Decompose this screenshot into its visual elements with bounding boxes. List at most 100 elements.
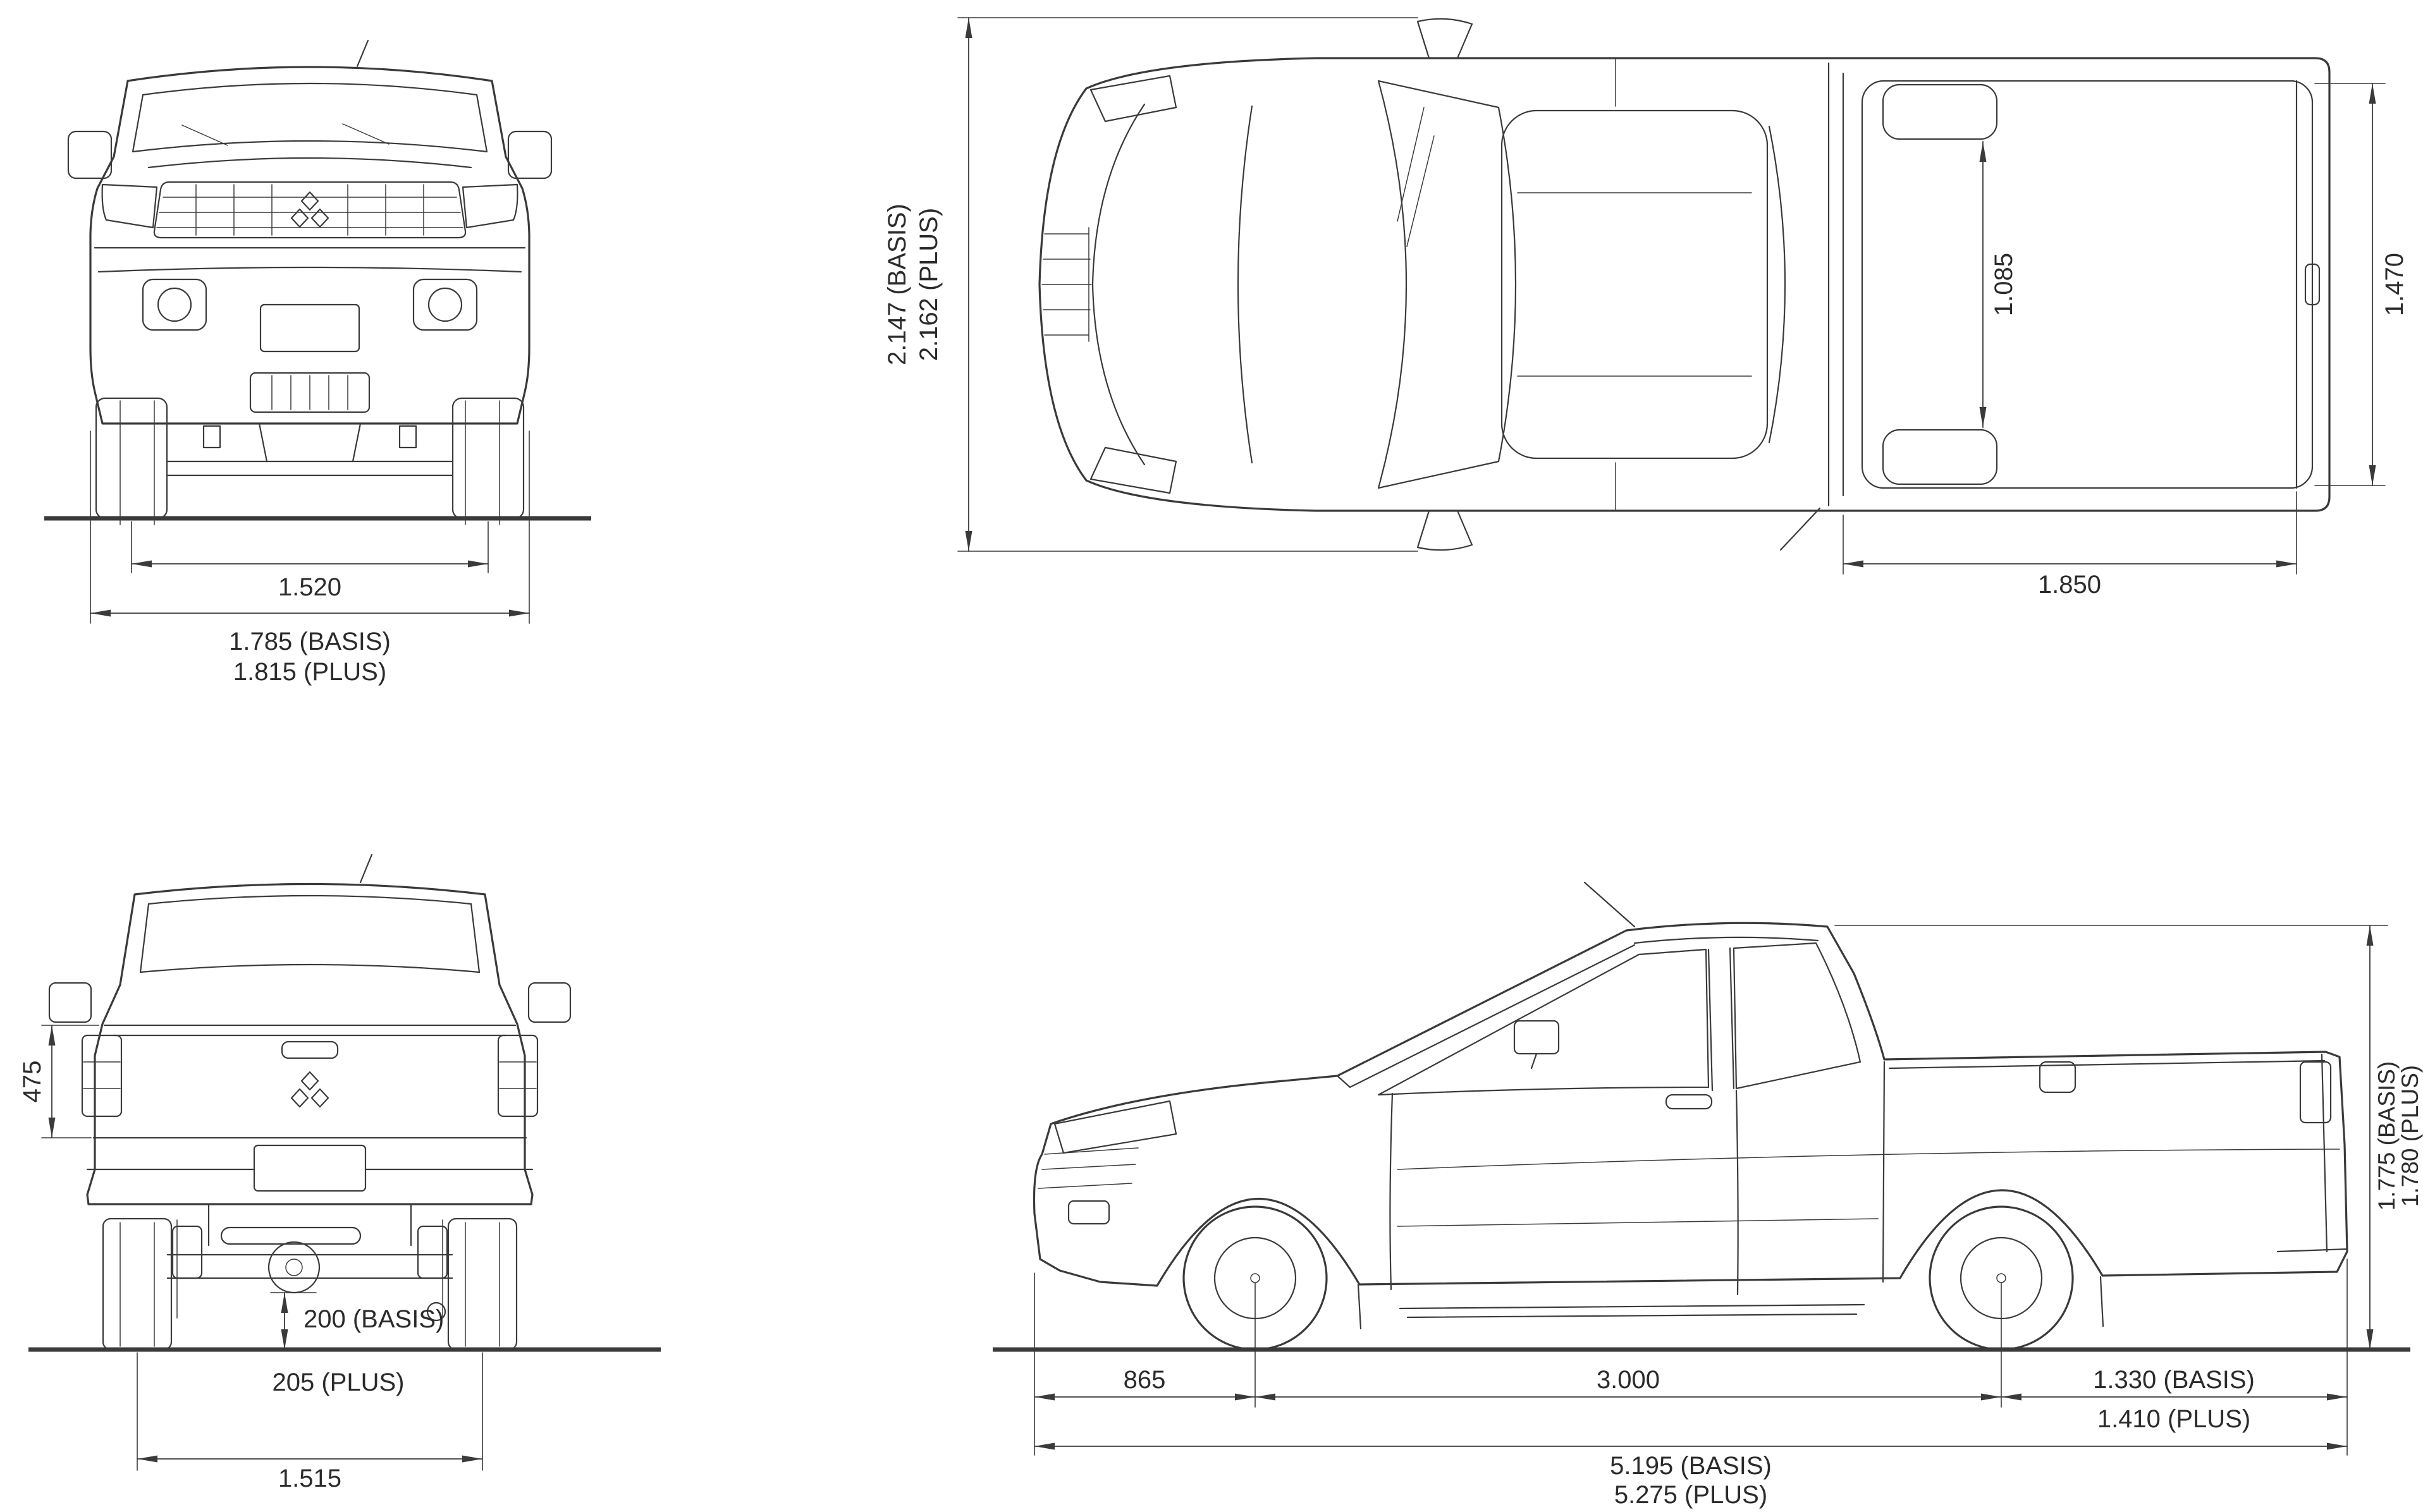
top-truck bbox=[1038, 18, 2331, 551]
b-pillar bbox=[1707, 947, 1735, 1092]
front-door-window bbox=[1377, 948, 1710, 1096]
side-dimensions: 865 3.000 1.330 (BASIS) 1.410 (PLUS) 5.1… bbox=[1034, 925, 2423, 1509]
right-fog-lamp bbox=[427, 287, 463, 322]
bumper-lines bbox=[94, 247, 526, 273]
bumper-lines bbox=[86, 1137, 534, 1171]
dim-side-wheelbase: 3.000 bbox=[1597, 1366, 1660, 1394]
wipers-plan bbox=[1397, 107, 1435, 247]
tailgate-top-lines bbox=[103, 1024, 517, 1037]
front-hub bbox=[1250, 1273, 1260, 1283]
top-dimensions: 2.147 (BASIS) 2.162 (PLUS) 1.085 1.470 1… bbox=[883, 17, 2408, 599]
left-mirror bbox=[67, 130, 113, 180]
undercarriage bbox=[166, 422, 454, 477]
right-mirror bbox=[507, 130, 553, 180]
right-spring bbox=[417, 1225, 448, 1279]
tire-tread-lines bbox=[120, 400, 500, 525]
side-mirror bbox=[1513, 1020, 1560, 1055]
windshield bbox=[132, 82, 488, 153]
license-plate bbox=[259, 303, 360, 353]
antenna-plan bbox=[1779, 507, 1821, 551]
left-mirror-plan bbox=[1416, 18, 1473, 59]
rear-view-drawing: 475 200 (BASIS) 205 (PLUS) 1.515 bbox=[18, 853, 661, 1492]
dim-top-bed-inner-width: 1.470 bbox=[2381, 253, 2408, 316]
brand-logo bbox=[290, 191, 329, 228]
body-outline bbox=[1033, 922, 2348, 1287]
dim-side-rear-overhang-basis: 1.330 (BASIS) bbox=[2093, 1366, 2255, 1394]
left-mirror bbox=[48, 982, 92, 1023]
side-truck bbox=[993, 881, 2410, 1352]
left-wheel bbox=[102, 1217, 173, 1351]
body-creases bbox=[1397, 1149, 2340, 1227]
dim-front-track: 1.520 bbox=[278, 573, 341, 601]
left-tail-lamp bbox=[81, 1034, 123, 1118]
exhaust-tip bbox=[426, 1302, 446, 1322]
door-seams bbox=[1389, 1061, 1886, 1296]
dim-front-width-plus: 1.815 (PLUS) bbox=[233, 658, 386, 686]
rear-dimensions: 475 200 (BASIS) 205 (PLUS) 1.515 bbox=[18, 1025, 483, 1492]
cab-bulkhead bbox=[1827, 62, 1844, 507]
left-spring bbox=[171, 1225, 203, 1279]
left-headlight-plan bbox=[1089, 75, 1177, 123]
right-headlight-plan bbox=[1089, 446, 1177, 494]
dim-rear-clearance-plus: 205 (PLUS) bbox=[273, 1369, 405, 1396]
quarter-window bbox=[1733, 942, 1862, 1090]
right-mirror-plan bbox=[1416, 509, 1473, 551]
front-grille-lines bbox=[1038, 1147, 1139, 1189]
nose-inner-line bbox=[1091, 103, 1146, 466]
top-view: 2.147 (BASIS) 2.162 (PLUS) 1.085 1.470 1… bbox=[873, 13, 2415, 619]
differential bbox=[267, 1241, 321, 1294]
dim-side-length-basis: 5.195 (BASIS) bbox=[1610, 1452, 1772, 1480]
antenna bbox=[356, 39, 369, 68]
tailgate-handle bbox=[281, 1040, 339, 1059]
plan-outline bbox=[1038, 57, 2331, 512]
right-mirror bbox=[527, 982, 572, 1023]
body-outline bbox=[86, 882, 534, 1205]
a-pillar-line bbox=[1336, 944, 1636, 1088]
tire-tread-lines bbox=[120, 1222, 500, 1347]
left-tow-hook bbox=[202, 425, 221, 449]
body-outline bbox=[89, 66, 531, 425]
tailgate-handle bbox=[2304, 263, 2321, 306]
extension-lines bbox=[957, 17, 2386, 575]
side-view-drawing: 865 3.000 1.330 (BASIS) 1.410 (PLUS) 5.1… bbox=[993, 881, 2423, 1509]
dim-top-bed-arch-width: 1.085 bbox=[1990, 253, 2018, 316]
mirror-arm bbox=[1530, 1052, 1538, 1070]
extension-lines bbox=[90, 430, 530, 624]
fog-lamp bbox=[1067, 1200, 1110, 1225]
dim-side-height-basis: 1.775 (BASIS) bbox=[2374, 1061, 2400, 1211]
dim-top-width-basis: 2.147 (BASIS) bbox=[883, 204, 911, 365]
dim-side-rear-overhang-plus: 1.410 (PLUS) bbox=[2097, 1405, 2250, 1433]
license-plate bbox=[253, 1144, 367, 1192]
rear-window bbox=[139, 894, 481, 973]
left-tail-lamp-segments bbox=[83, 1061, 121, 1089]
spare-tire bbox=[220, 1226, 362, 1245]
dim-rear-track: 1.515 bbox=[278, 1465, 341, 1492]
right-headlight bbox=[462, 183, 518, 229]
right-wheelhouse bbox=[1882, 429, 1998, 485]
left-wheelhouse bbox=[1882, 83, 1998, 140]
rear-bumper-step bbox=[2276, 1248, 2348, 1253]
headlight bbox=[1053, 1100, 1177, 1154]
tail-lamp bbox=[2299, 1061, 2332, 1124]
grille-slats bbox=[156, 184, 463, 236]
left-headlight bbox=[101, 183, 158, 229]
dim-rear-loading-height: 475 bbox=[18, 1061, 46, 1103]
mud-flaps bbox=[1357, 1276, 2104, 1330]
dim-top-bed-length: 1.850 bbox=[2038, 571, 2101, 599]
dim-side-length-plus: 5.275 (PLUS) bbox=[1614, 1481, 1767, 1509]
running-board bbox=[1399, 1303, 1865, 1319]
antenna bbox=[1583, 881, 1636, 928]
door-handle bbox=[1665, 1094, 1713, 1110]
extension-lines bbox=[1034, 925, 2388, 1456]
fuel-cap bbox=[2039, 1061, 2076, 1094]
right-tail-lamp-segments bbox=[499, 1061, 537, 1089]
hood-crease-plan bbox=[1237, 105, 1253, 464]
right-fog-housing bbox=[412, 278, 478, 331]
top-view-drawing: 2.147 (BASIS) 2.162 (PLUS) 1.085 1.470 1… bbox=[883, 17, 2408, 599]
right-wheel bbox=[451, 397, 525, 520]
windshield-plan bbox=[1377, 80, 1517, 489]
antenna bbox=[359, 853, 373, 884]
hood-crease bbox=[147, 157, 472, 169]
bed-rail-and-tailgate-seam bbox=[1888, 1053, 2328, 1253]
